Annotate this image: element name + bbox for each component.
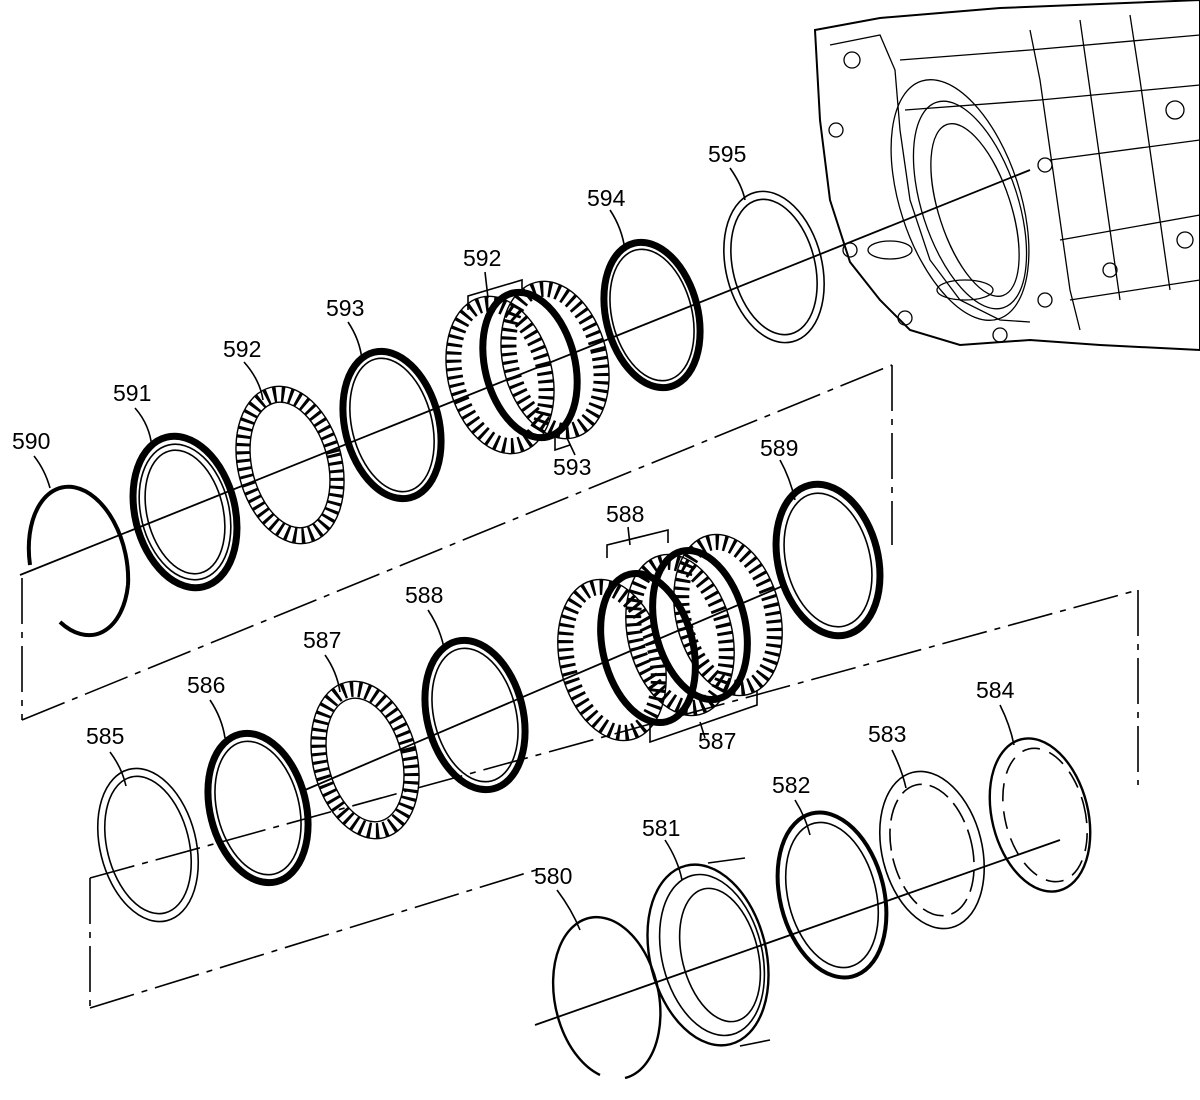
part-587-friction-plate (310, 680, 420, 840)
part-587-588-plate-stack (557, 533, 783, 742)
callout-593-stack: 593 (553, 454, 591, 480)
callout-591: 591 (113, 380, 151, 406)
part-588-steel-plate (421, 636, 529, 794)
part-592-friction-plate (235, 385, 345, 545)
transmission-case (813, 0, 1200, 352)
callout-593-single: 593 (326, 295, 364, 321)
part-585-spacer-ring (96, 767, 200, 923)
assembly-axis-lines (19, 169, 1139, 1026)
callout-588-stack: 588 (606, 501, 644, 527)
part-595-spacer-ring (723, 190, 825, 344)
leader-lines (33, 167, 1015, 931)
bracket-593 (554, 438, 571, 452)
callout-587-single: 587 (303, 627, 341, 653)
callout-585: 585 (86, 723, 124, 749)
callout-595: 595 (708, 141, 746, 167)
part-582-seal (775, 810, 889, 980)
callout-580: 580 (534, 863, 572, 889)
callout-592-single: 592 (223, 336, 261, 362)
callout-588-single: 588 (405, 582, 443, 608)
part-589-backing-plate (772, 480, 884, 640)
callout-594: 594 (587, 185, 626, 211)
part-580-snap-ring (551, 915, 662, 1080)
callout-587-stack: 587 (698, 728, 736, 754)
part-584-spring-assembly (988, 737, 1092, 893)
part-583-spring-plate (878, 770, 986, 930)
part-592-593-plate-stack (445, 280, 610, 455)
bracket-588 (606, 528, 669, 558)
callout-581: 581 (642, 815, 680, 841)
part-594-steel-plate (600, 238, 704, 392)
part-593-steel-plate (339, 347, 445, 503)
part-590-snap-ring (26, 484, 131, 638)
callout-590: 590 (12, 428, 50, 454)
callout-583: 583 (868, 721, 906, 747)
callout-592-stack: 592 (463, 245, 501, 271)
part-591-backing-plate (129, 432, 241, 592)
part-586-steel-plate (204, 729, 312, 887)
bracket-592 (467, 278, 523, 310)
callout-582: 582 (772, 772, 810, 798)
callout-589: 589 (760, 435, 798, 461)
callout-584: 584 (976, 677, 1015, 703)
callout-586: 586 (187, 672, 225, 698)
part-581-piston (646, 857, 771, 1047)
bracket-587 (649, 690, 758, 744)
callout-labels: 590 591 592 593 592 593 594 595 589 588 … (12, 141, 1015, 889)
